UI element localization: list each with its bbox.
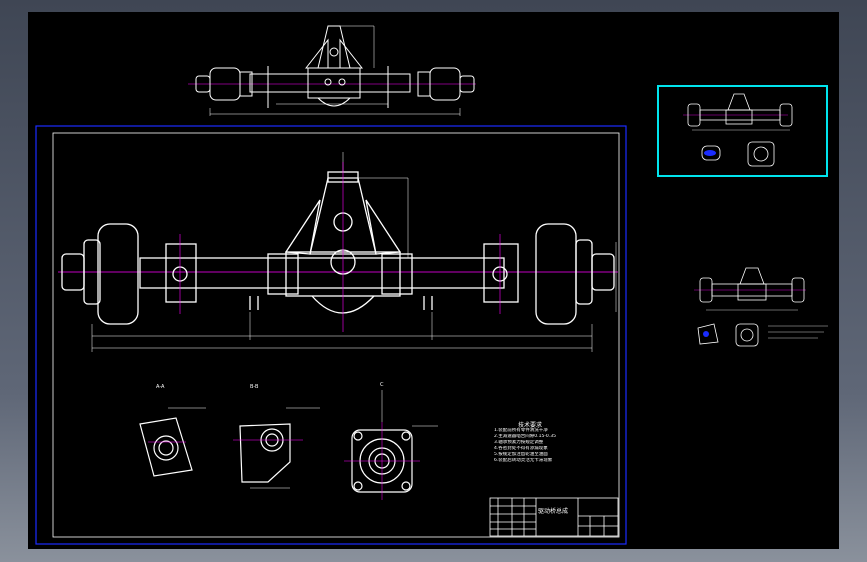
thumbnail-view-1: [683, 93, 793, 167]
main-view-dimensions: [91, 152, 617, 352]
technical-notes-title: 技术要求: [518, 422, 543, 429]
section-b-view: [233, 407, 320, 489]
main-view-centerlines: [179, 162, 501, 332]
title-block: [489, 497, 619, 537]
section-a-view: [139, 407, 206, 477]
section-a-label: A-A: [156, 384, 165, 390]
view-c-label: C: [380, 382, 384, 388]
technical-note: 3.轴承预紧力按规定调整: [494, 440, 544, 445]
axle-top-view: [188, 25, 476, 116]
viewport-highlight-box[interactable]: [657, 85, 828, 177]
drawing-canvas[interactable]: A-A B-B C 技术要求 1.装配前所有零件清洗干净 2.主减速器啮合间隙0…: [28, 12, 839, 549]
cad-drawing: [35, 25, 828, 545]
technical-note: 6.装配后转动灵活无卡滞现象: [494, 458, 553, 463]
section-b-label: B-B: [250, 384, 259, 390]
technical-note: 4.各密封处不得有渗漏现象: [494, 446, 548, 451]
sheet-outer-frame: [35, 125, 627, 545]
technical-note: 2.主减速器啮合间隙0.15-0.35: [494, 434, 556, 439]
technical-note: 5.按规定加注齿轮油至油面: [494, 452, 548, 457]
technical-notes: 1.装配前所有零件清洗干净 2.主减速器啮合间隙0.15-0.35 3.轴承预紧…: [494, 428, 604, 464]
axle-main-view: [58, 171, 618, 325]
view-c-flange: [344, 390, 438, 500]
title-block-name: 驱动桥总成: [538, 508, 569, 515]
technical-note: 1.装配前所有零件清洗干净: [494, 428, 548, 433]
thumbnail-view-2: [694, 267, 828, 347]
sheet-inner-frame: [52, 132, 620, 538]
